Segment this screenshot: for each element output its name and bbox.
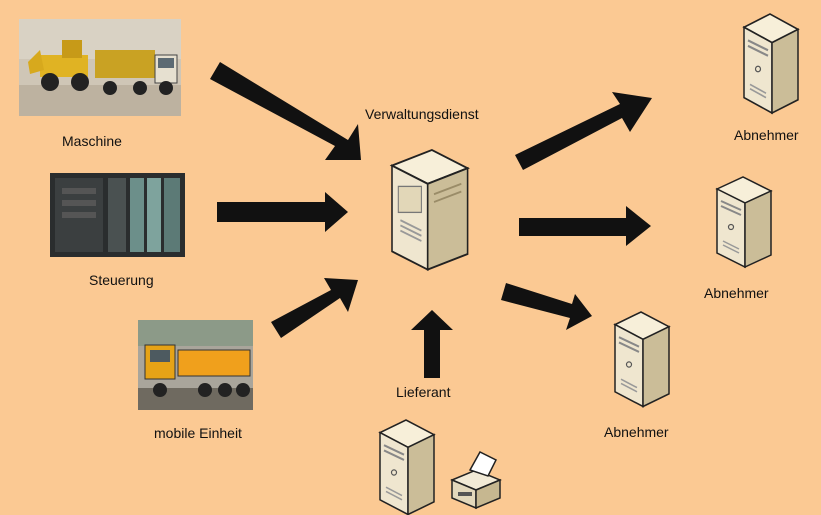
central-server-icon [389, 148, 470, 272]
arrow-center-to-consumer-1 [515, 92, 652, 170]
consumer-1-server-icon [742, 12, 800, 115]
mobile-unit-photo [138, 320, 253, 410]
arrow-control-to-center [217, 192, 348, 232]
consumer-2-server-icon [716, 176, 772, 268]
mobile-unit-label: mobile Einheit [154, 425, 242, 441]
control-label: Steuerung [89, 272, 154, 288]
consumer-1-label: Abnehmer [734, 127, 799, 143]
printer-icon [450, 451, 502, 510]
machine-photo [19, 19, 181, 116]
arrow-supplier-to-center [411, 310, 453, 378]
consumer-3-server-icon [613, 310, 671, 408]
consumer-2-label: Abnehmer [704, 285, 769, 301]
arrow-machine-to-center [210, 62, 361, 160]
supplier-label: Lieferant [396, 384, 451, 400]
center-service-label: Verwaltungsdienst [365, 106, 479, 122]
machine-label: Maschine [62, 133, 122, 149]
control-cabinet-photo [50, 173, 185, 257]
arrow-center-to-consumer-2 [519, 206, 651, 246]
supplier-server-icon [378, 418, 436, 515]
consumer-3-label: Abnehmer [604, 424, 669, 440]
arrow-mobile-to-center [271, 278, 358, 338]
arrow-center-to-consumer-3 [501, 283, 592, 330]
arrows [210, 62, 652, 378]
